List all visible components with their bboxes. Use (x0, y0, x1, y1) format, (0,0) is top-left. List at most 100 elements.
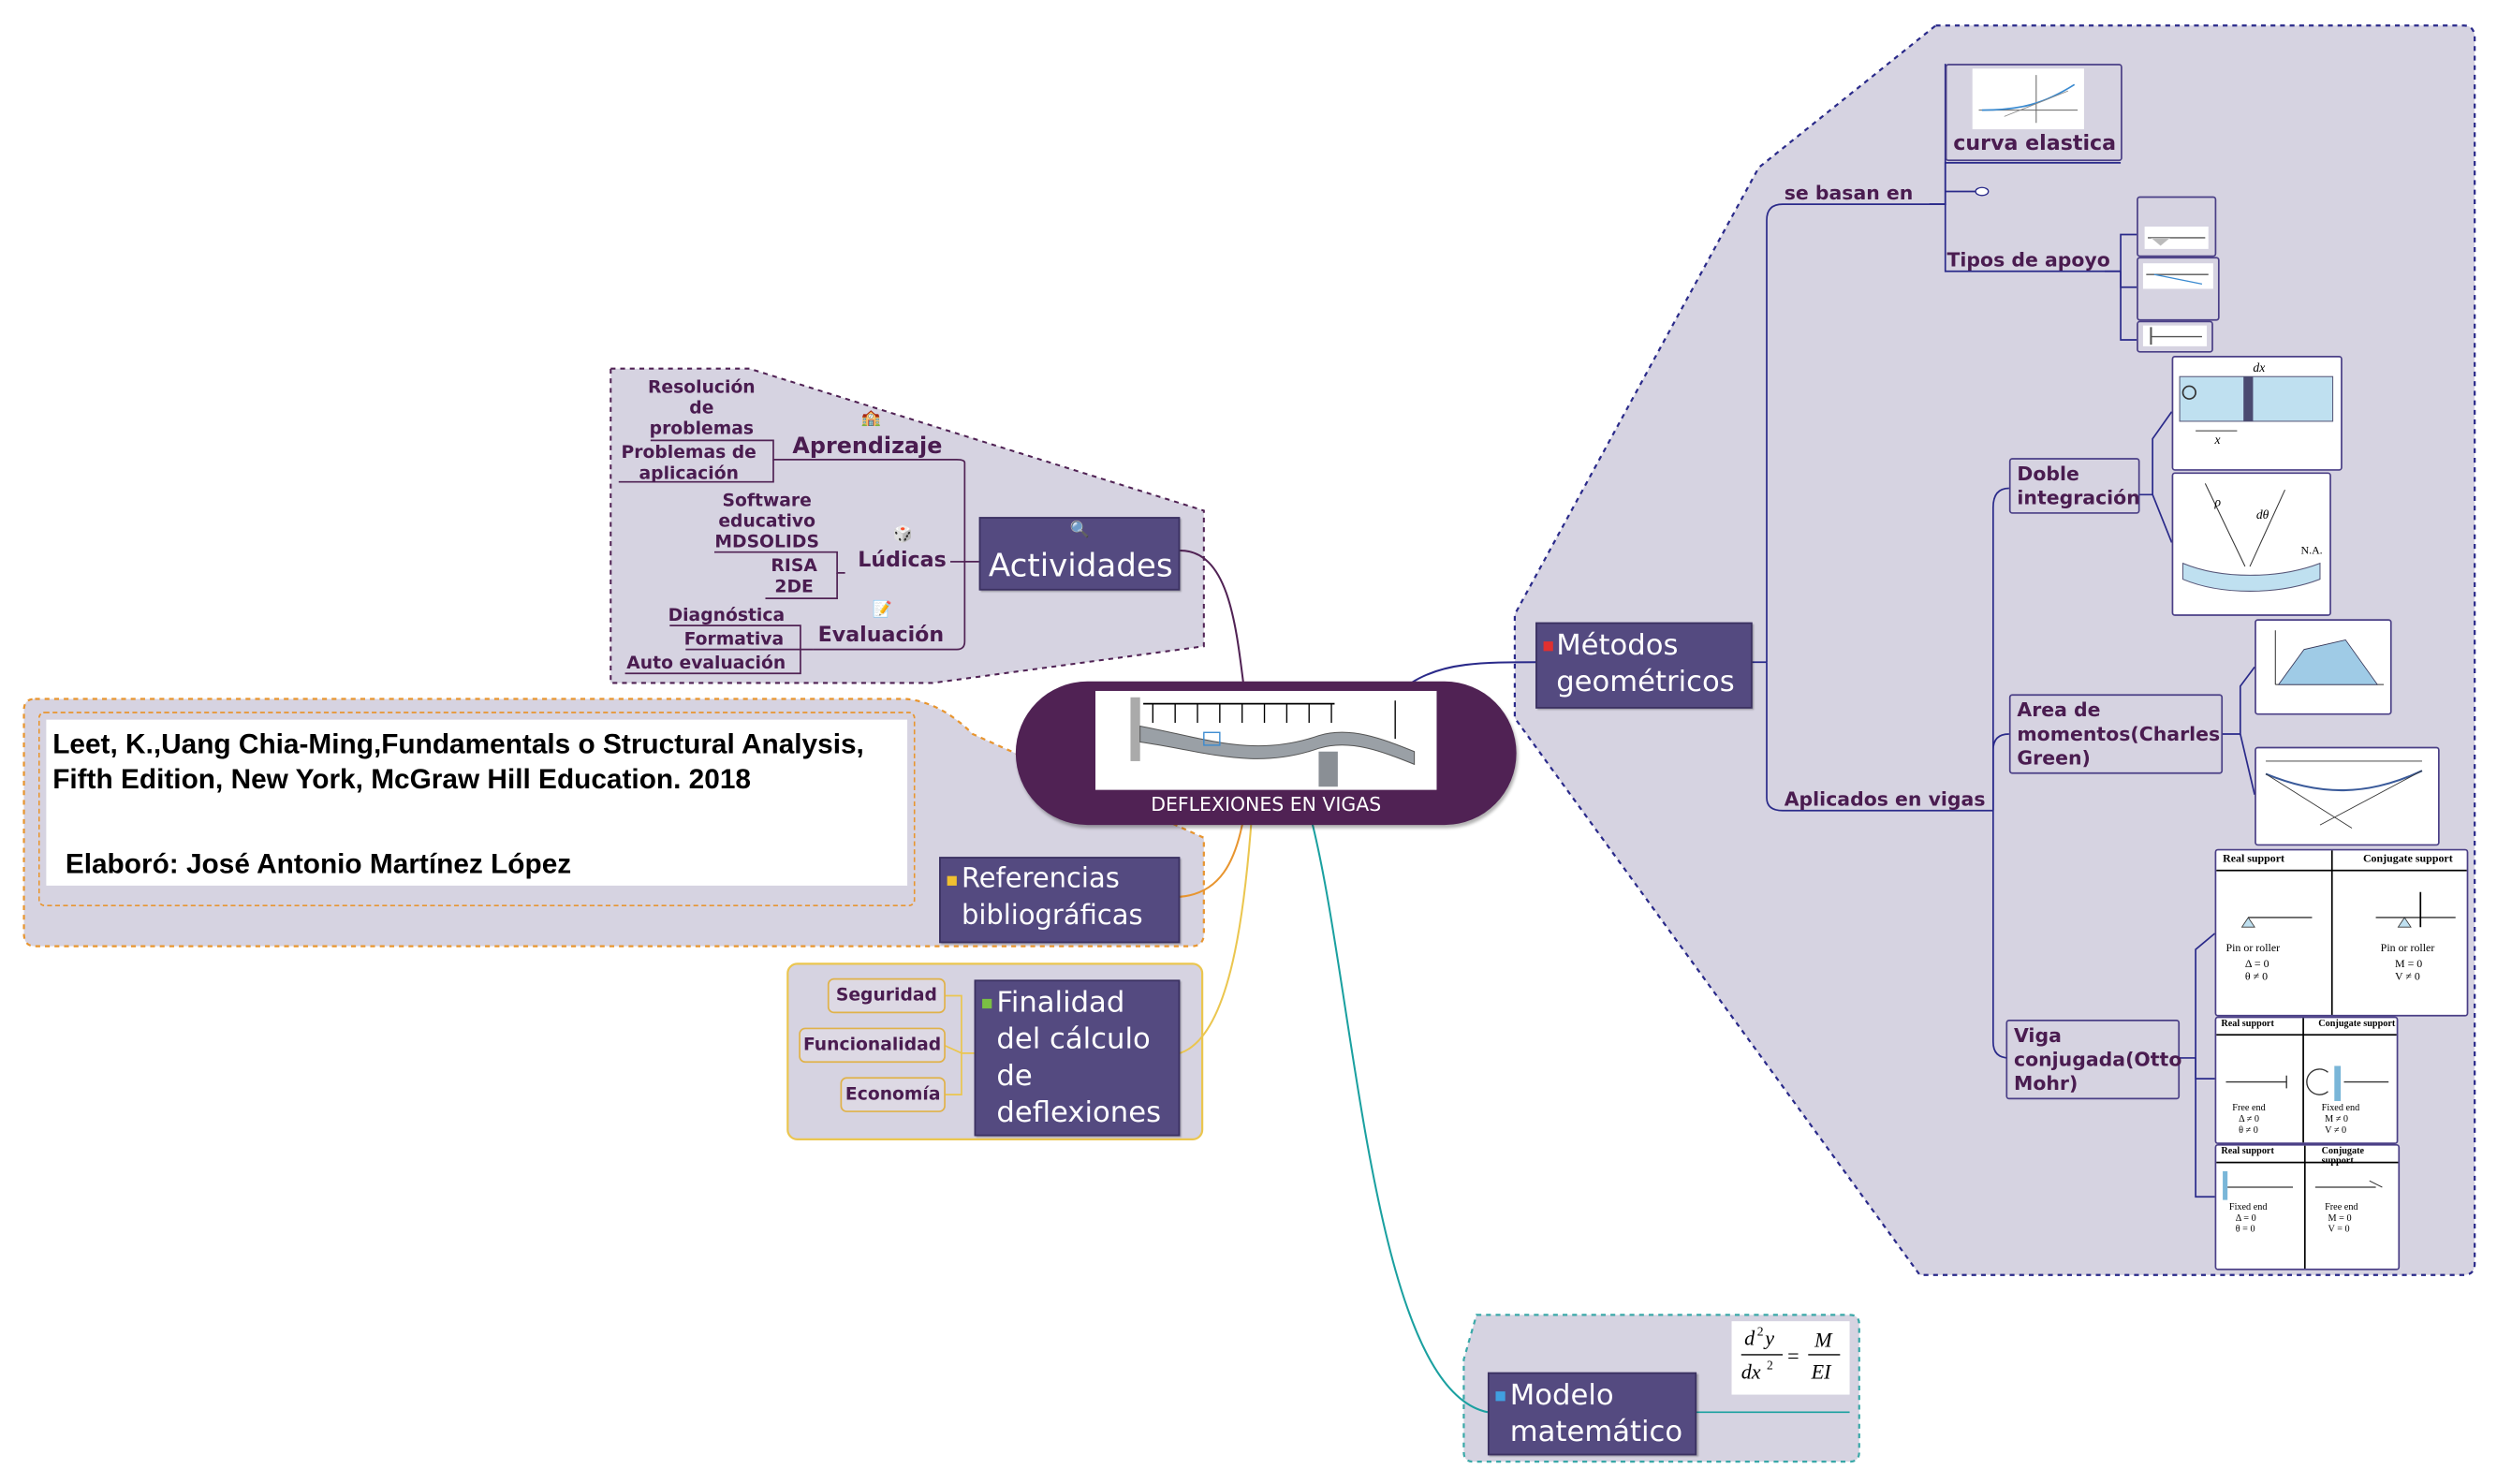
svg-text:2: 2 (1757, 1324, 1764, 1338)
conj3-real-v1: Δ = 0 (2235, 1213, 2256, 1225)
topic-actividades[interactable]: 🔍 Actividades (978, 517, 1181, 591)
doble-image-1: dx x (2171, 356, 2343, 471)
evaluacion-icon: 📝 (872, 601, 892, 620)
marker-4-icon (947, 875, 957, 886)
doble-figure-2: ρ dθ N.A. (2181, 483, 2323, 592)
fig-label-dx: dx (2253, 360, 2265, 375)
conj2-fixed: Fixed end (2321, 1104, 2360, 1114)
evaluacion-node[interactable]: Evaluación (817, 624, 945, 648)
metodos-label: Métodos geométricos (1556, 628, 1735, 699)
svg-text:M: M (1814, 1328, 1833, 1351)
viga-conjugada-node[interactable]: Viga conjugada(Otto Mohr) (2005, 1020, 2182, 1100)
referencias-card: Leet, K.,Uang Chia-Ming,Fundamentals o S… (46, 719, 908, 886)
magnifier-icon: 🔍 (1069, 522, 1090, 540)
conj2-real-v1: Δ ≠ 0 (2239, 1115, 2259, 1125)
beam-figure (1130, 697, 1416, 787)
conj3-figure (2223, 1170, 2383, 1200)
se-basan-en-node[interactable]: se basan en (1784, 182, 1914, 205)
apoyo-image-3 (2137, 320, 2213, 353)
svg-text:dx: dx (1741, 1360, 1761, 1384)
ludicas-node[interactable]: Lúdicas (858, 549, 947, 573)
central-topic[interactable]: DEFLEXIONES EN VIGAS (1015, 681, 1517, 826)
evaluacion-item-3[interactable]: Auto evaluación (626, 653, 786, 674)
aprendizaje-item-2[interactable]: Problemas de aplicación (621, 442, 756, 484)
svg-text:d: d (1744, 1327, 1755, 1350)
fig-label-x: x (2214, 433, 2221, 447)
conj3-free: Free end (2325, 1203, 2358, 1213)
conj1-conj-v2: V ≠ 0 (2395, 970, 2420, 983)
svg-text:2: 2 (1767, 1358, 1773, 1372)
curva-elastica-node[interactable]: curva elastica (1945, 64, 2122, 162)
conj2-figure (2225, 1065, 2389, 1101)
conj1-real-v1: Δ = 0 (2244, 957, 2269, 971)
curva-label: curva elastica (1953, 132, 2117, 157)
fig-label-na: N.A. (2301, 543, 2323, 556)
conj3-conj-v2: V = 0 (2328, 1225, 2350, 1236)
conj3-real-header: Real support (2221, 1147, 2274, 1157)
apoyo-figure-3 (2142, 325, 2208, 346)
conj3-conj-header: Conjugate support (2321, 1147, 2365, 1167)
curva-image (1972, 68, 2084, 130)
finalidad-item-funcionalidad[interactable]: Funcionalidad (799, 1027, 946, 1064)
topic-modelo[interactable]: Modelo matemático (1487, 1372, 1697, 1456)
aprendizaje-item-1[interactable]: Resolución de problemas (648, 376, 756, 439)
area-figure-2 (2265, 760, 2423, 829)
fig-label-rho: ρ (2214, 494, 2222, 508)
actividades-region (610, 367, 1205, 684)
marker-3-icon (982, 998, 992, 1009)
apoyo-image-1 (2137, 196, 2217, 257)
conj2-real-header: Real support (2221, 1020, 2274, 1030)
doble-figure-1: dx x (2179, 360, 2334, 447)
doble-image-2: ρ dθ N.A. (2171, 472, 2331, 616)
conj2-real-v2: θ ≠ 0 (2239, 1126, 2258, 1137)
viga-label: Viga conjugada(Otto Mohr) (2013, 1024, 2182, 1095)
svg-text:EI: EI (1811, 1360, 1833, 1384)
conj2-conj-header: Conjugate support (2318, 1020, 2396, 1030)
conj2-conj-v1: M ≠ 0 (2325, 1115, 2349, 1125)
area-image-2 (2255, 746, 2440, 846)
evaluacion-item-1[interactable]: Diagnóstica (668, 604, 786, 626)
topic-finalidad[interactable]: Finalidad del cálculo de deflexiones (974, 979, 1181, 1137)
aplicados-node[interactable]: Aplicados en vigas (1784, 787, 1986, 811)
doble-integracion-node[interactable]: Doble integración (2008, 458, 2140, 514)
conj1-real-header: Real support (2223, 852, 2284, 865)
conj1-conj-header: Conjugate support (2362, 852, 2453, 865)
formula-box: d 2 y dx 2 = M EI (1731, 1321, 1850, 1395)
tipos-apoyo-node[interactable]: Tipos de apoyo (1946, 248, 2110, 272)
finalidad-item-economia[interactable]: Economía (840, 1077, 946, 1112)
ludicas-item-2[interactable]: RISA 2DE (771, 555, 817, 597)
area-momentos-node[interactable]: Area de momentos(Charles Green) (2008, 694, 2224, 774)
aprendizaje-icon: 🏫 (860, 410, 881, 428)
conj3-conj-v1: M = 0 (2328, 1213, 2352, 1225)
ludicas-icon: 🎲 (892, 526, 913, 545)
finalidad-label: Finalidad del cálculo de deflexiones (996, 986, 1162, 1130)
aprendizaje-node[interactable]: Aprendizaje (792, 433, 943, 460)
central-label: DEFLEXIONES EN VIGAS (1151, 793, 1382, 815)
evaluacion-item-2[interactable]: Formativa (683, 628, 785, 650)
apoyo-figure-1 (2144, 227, 2209, 249)
topic-referencias[interactable]: Referencias bibliográficas (939, 857, 1181, 944)
conj-table-2: Real support Conjugate support Free end … (2214, 1016, 2399, 1144)
marker-2-icon (1495, 1391, 1506, 1402)
beam-image (1095, 690, 1437, 790)
doble-label: Doble integración (2017, 463, 2140, 509)
area-label: Area de momentos(Charles Green) (2017, 698, 2221, 770)
area-figure-1 (2274, 630, 2385, 685)
conj1-real-v2: θ ≠ 0 (2244, 970, 2269, 983)
conj-table-1: Real support Conjugate support Pin or ro… (2214, 848, 2469, 1017)
conj1-pin-right: Pin or roller (2380, 941, 2435, 955)
actividades-label: Actividades (988, 545, 1173, 584)
svg-text:=: = (1787, 1344, 1799, 1367)
svg-text:y: y (1763, 1327, 1774, 1350)
conj3-real-v2: θ = 0 (2235, 1225, 2255, 1236)
referencias-frame (37, 712, 916, 907)
modelo-label: Modelo matemático (1509, 1378, 1683, 1449)
fig-label-dtheta: dθ (2256, 507, 2269, 522)
ludicas-item-1[interactable]: Software educativo MDSOLIDS (714, 490, 819, 552)
conj3-fixed: Fixed end (2228, 1203, 2268, 1213)
topic-metodos[interactable]: Métodos geométricos (1535, 622, 1753, 709)
apoyo-figure-2 (2142, 263, 2213, 289)
conj1-conj-v1: M = 0 (2395, 957, 2423, 971)
finalidad-item-seguridad[interactable]: Seguridad (827, 977, 946, 1014)
formula-figure: d 2 y dx 2 = M EI (1741, 1324, 1841, 1384)
